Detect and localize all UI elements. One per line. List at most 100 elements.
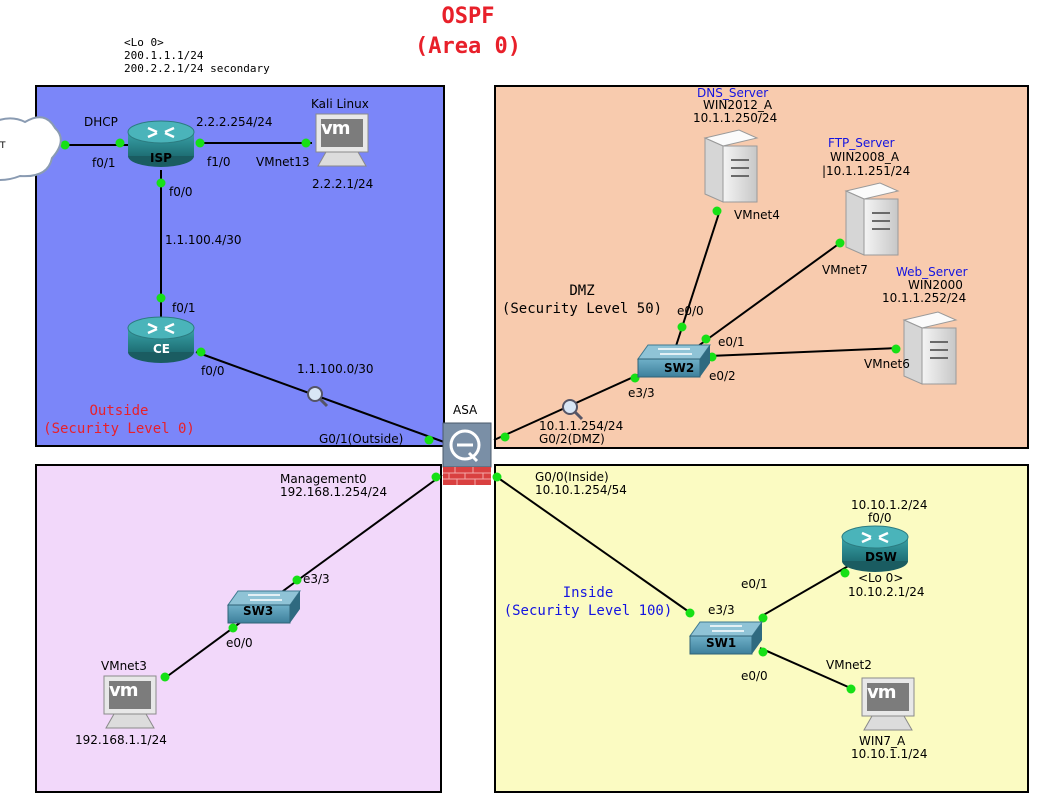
sw2-e0-2-label: e0/2 (709, 369, 736, 383)
sw2-e0-0-label: e0/0 (677, 304, 704, 318)
dsw-loopback-label: <Lo 0> (858, 571, 904, 585)
server-icon[interactable] (703, 129, 759, 203)
ftp-os-label: WIN2008_A (830, 150, 900, 164)
diagram-title: OSPF (Area 0) (405, 2, 531, 62)
isp-f1-0-label: f1/0 (207, 155, 231, 169)
firewall-icon[interactable] (442, 422, 492, 485)
port-dot (115, 138, 125, 148)
dsw-lo-ip-label: 10.10.2.1/24 (848, 585, 925, 599)
vm-logo-text: vm (867, 682, 896, 703)
outside-zone-level: (Security Level 0) (43, 421, 195, 437)
web-title-label: Web_Server (896, 265, 968, 279)
win7-ip-label: 10.10.1.1/24 (851, 747, 928, 761)
vm-workstation-icon[interactable] (315, 113, 369, 167)
asa-g0-2-ip-label: 10.1.1.254/24 (539, 419, 624, 433)
port-dot (758, 647, 768, 657)
packet-capture-icon[interactable] (307, 386, 329, 408)
dns-title-label: DNS_Server (697, 86, 769, 100)
ftp-vmnet-label: VMnet7 (822, 263, 868, 277)
ce-f0-0-label: f0/0 (201, 364, 225, 378)
ce-name-label: CE (153, 342, 171, 356)
web-vmnet-label: VMnet6 (864, 357, 910, 371)
inside-zone-name: Inside (562, 585, 614, 601)
link-asa-sw3 (297, 474, 443, 581)
sw1-e3-3-label: e3/3 (708, 603, 735, 617)
dns-os-label: WIN2012_A (703, 98, 773, 112)
vm3-ip-label: 192.168.1.1/24 (75, 733, 167, 747)
link-dots (60, 138, 901, 694)
ce-f0-1-label: f0/1 (172, 301, 196, 315)
port-dot (846, 684, 856, 694)
vm-logo-text: vm (109, 680, 138, 701)
vm3-vmnet-label: VMnet3 (101, 659, 147, 673)
title-line-2: (Area 0) (415, 34, 521, 59)
port-dot (701, 334, 711, 344)
kali-name-label: Kali Linux (311, 97, 369, 111)
port-dot (195, 138, 205, 148)
management-zone (35, 464, 442, 793)
sw3-name-label: SW3 (243, 604, 274, 618)
isp-loopback-ip2: 200.2.2.1/24 secondary (124, 62, 270, 75)
sw1-name-label: SW1 (706, 636, 737, 650)
ce-link-ip-label: 1.1.100.4/30 (165, 233, 242, 247)
kali-ip-label: 2.2.2.1/24 (312, 177, 374, 191)
port-dot (500, 432, 510, 442)
port-dot (160, 672, 170, 682)
switch-icon[interactable] (227, 590, 301, 624)
sw2-e3-3-label: e3/3 (628, 386, 655, 400)
server-icon[interactable] (902, 311, 958, 385)
port-dot (835, 238, 845, 248)
cloud-label: T (0, 141, 6, 151)
port-dot (196, 347, 206, 357)
link-sw2-web (708, 347, 899, 357)
asa-g0-0-label: G0/0(Inside) (535, 470, 609, 484)
outside-zone-title: Outside (Security Level 0) (38, 402, 200, 438)
asa-g0-2-label: G0/2(DMZ) (539, 432, 605, 446)
web-ip-label: 10.1.1.252/24 (882, 291, 967, 305)
port-dot (840, 568, 850, 578)
asa-mgmt-label: Management0 (280, 472, 367, 486)
port-dot (630, 373, 640, 383)
sw2-e0-1-label: e0/1 (718, 335, 745, 349)
isp-f0-0-label: f0/0 (169, 185, 193, 199)
port-dot (156, 293, 166, 303)
dsw-ip-label: 10.10.1.2/24 (851, 498, 928, 512)
vm-workstation-icon[interactable] (103, 675, 157, 729)
win7-name-label: WIN7_A (859, 734, 906, 748)
router-icon[interactable] (841, 525, 909, 572)
server-icon[interactable] (844, 182, 900, 256)
port-dot (228, 623, 238, 633)
port-dot (758, 613, 768, 623)
outside-zone-name: Outside (89, 403, 149, 419)
dmz-zone (494, 85, 1029, 449)
dsw-f0-0-label: f0/0 (868, 511, 892, 525)
asa-mgmt-ip-label: 192.168.1.254/24 (280, 485, 388, 499)
port-dot (424, 435, 434, 445)
port-dot (292, 575, 302, 585)
asa-name-label: ASA (453, 403, 478, 417)
kali-vmnet-label: VMnet13 (256, 155, 310, 169)
switch-icon[interactable] (637, 344, 711, 378)
packet-capture-icon[interactable] (562, 399, 584, 421)
link-sw1-dsw (759, 564, 851, 618)
sw2-name-label: SW2 (664, 361, 695, 375)
vm-workstation-icon[interactable] (861, 677, 915, 731)
link-sw2-ftp (693, 242, 841, 350)
router-icon[interactable] (127, 120, 195, 167)
port-dot (677, 322, 687, 332)
cloud-icon[interactable] (0, 116, 62, 181)
dmz-zone-level: (Security Level 50) (501, 301, 663, 317)
port-dot (712, 206, 722, 216)
isp-f1-0-ip-label: 2.2.2.254/24 (196, 115, 273, 129)
switch-icon[interactable] (689, 621, 763, 655)
inside-zone-title: Inside (Security Level 100) (498, 584, 678, 620)
link-asa-sw1 (493, 474, 693, 615)
dns-ip-label: 10.1.1.250/24 (693, 111, 778, 125)
isp-f0-1-label: f0/1 (92, 156, 116, 170)
inside-zone-level: (Security Level 100) (503, 603, 673, 619)
router-icon[interactable] (127, 316, 195, 363)
web-os-label: WIN2000 (908, 278, 963, 292)
vm-logo-text: vm (321, 118, 350, 139)
port-dot (891, 344, 901, 354)
